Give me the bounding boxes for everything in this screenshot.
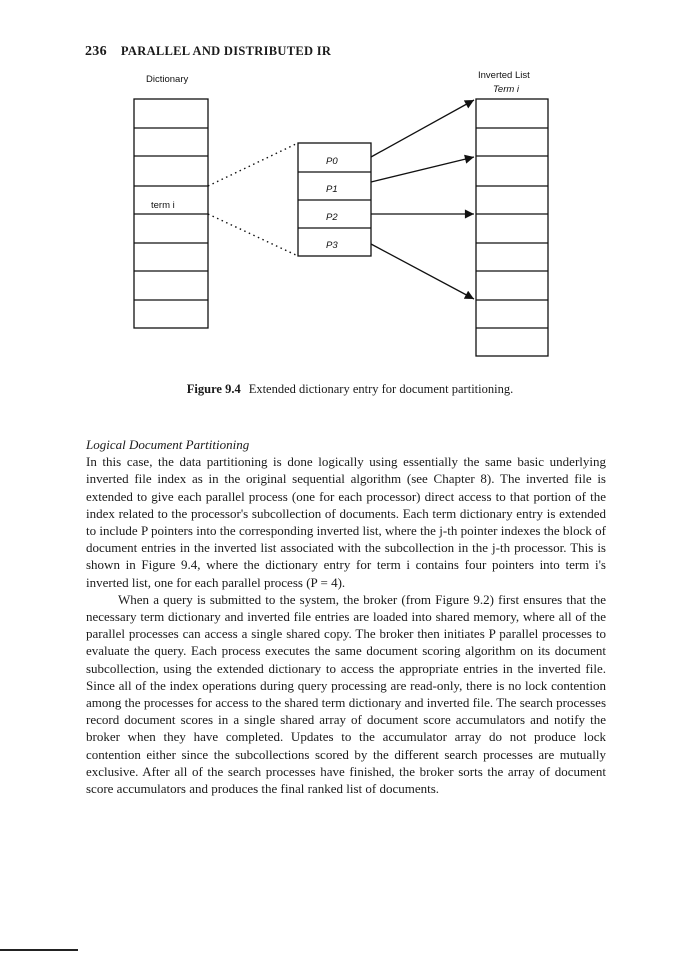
running-title: PARALLEL AND DISTRIBUTED IR bbox=[120, 44, 332, 58]
arrow-p3 bbox=[370, 243, 475, 300]
dictionary-table bbox=[133, 98, 209, 329]
figure-9-4: Dictionary Inverted List Term i term i P… bbox=[0, 0, 700, 380]
pointer-p1-label: P1 bbox=[326, 184, 338, 195]
section-logical-document-partitioning: Logical Document Partitioning In this ca… bbox=[86, 436, 606, 797]
arrow-p0 bbox=[370, 99, 475, 158]
footer-rule bbox=[0, 949, 78, 951]
caption-number: Figure 9.4 bbox=[186, 382, 241, 396]
pointer-p2-label: P2 bbox=[326, 212, 338, 223]
section-title: Logical Document Partitioning bbox=[86, 437, 250, 452]
pointer-p0-label: P0 bbox=[326, 156, 338, 167]
page-header: 236 PARALLEL AND DISTRIBUTED IR bbox=[85, 44, 331, 60]
inverted-list-border bbox=[475, 98, 549, 357]
inverted-list-label: Inverted List bbox=[478, 70, 530, 81]
paragraph-2: When a query is submitted to the system,… bbox=[86, 591, 606, 797]
figure-diagram bbox=[133, 98, 549, 357]
dictionary-label: Dictionary bbox=[146, 74, 189, 85]
inverted-term-label: Term i bbox=[493, 84, 520, 95]
inverted-list-table bbox=[475, 98, 549, 357]
caption-text: Extended dictionary entry for document p… bbox=[248, 382, 514, 396]
figure-caption: Figure 9.4 Extended dictionary entry for … bbox=[0, 382, 700, 397]
page-number: 236 bbox=[85, 44, 107, 59]
term-i-label: term i bbox=[151, 200, 175, 211]
pointer-arrows bbox=[370, 99, 475, 300]
pointer-block bbox=[297, 142, 372, 257]
dotted-connectors bbox=[207, 142, 299, 257]
paragraph-1: In this case, the data partitioning is d… bbox=[86, 454, 606, 590]
arrow-p1 bbox=[370, 154, 475, 183]
pointer-p3-label: P3 bbox=[326, 240, 338, 251]
